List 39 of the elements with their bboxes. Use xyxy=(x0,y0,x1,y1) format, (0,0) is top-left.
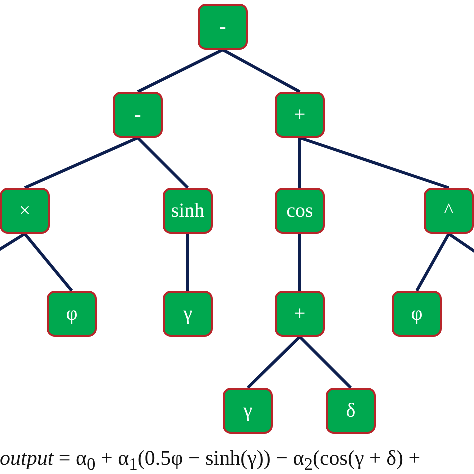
connector-line xyxy=(186,234,190,291)
formula-caption: output = α$_{0}$ + α$_{1}$(0.5φ − sinh(γ)) − α$_{2}$(cos(γ + δ) + xyxy=(0,446,421,474)
node-label: - xyxy=(134,104,142,126)
node-label: cos xyxy=(286,200,314,222)
operator-box xyxy=(275,291,325,337)
connector-line xyxy=(24,233,74,292)
node-label: δ xyxy=(346,400,356,422)
connector-line xyxy=(300,136,450,190)
operator-box xyxy=(163,291,213,337)
operator-box xyxy=(0,188,50,234)
connector-line xyxy=(246,336,302,390)
operator-box xyxy=(275,92,325,138)
connector-line xyxy=(222,48,301,94)
node-label: sinh xyxy=(171,200,205,222)
connector-line xyxy=(298,234,302,291)
operator-box xyxy=(392,291,442,337)
node-label: × xyxy=(19,200,31,222)
operator-box xyxy=(424,188,474,234)
operator-box xyxy=(163,188,213,234)
operator-box xyxy=(223,388,273,434)
node-label: + xyxy=(294,302,306,326)
operator-box xyxy=(326,388,376,434)
node-label: + xyxy=(294,104,306,126)
connector-line xyxy=(416,233,450,292)
node-label: - xyxy=(220,16,226,38)
operator-box xyxy=(113,92,163,138)
node-label: γ xyxy=(184,302,192,326)
connector-line xyxy=(137,48,224,94)
connector-line xyxy=(298,336,352,390)
node-label: φ xyxy=(411,302,423,326)
node-label: ^ xyxy=(444,200,454,222)
operator-box xyxy=(275,188,325,234)
node-label: φ xyxy=(66,302,78,326)
operator-box xyxy=(47,291,97,337)
node-label: γ xyxy=(244,400,252,422)
operator-box xyxy=(198,4,248,50)
connector-line xyxy=(136,136,190,190)
connector-line xyxy=(24,136,139,190)
connector-line xyxy=(298,138,302,188)
